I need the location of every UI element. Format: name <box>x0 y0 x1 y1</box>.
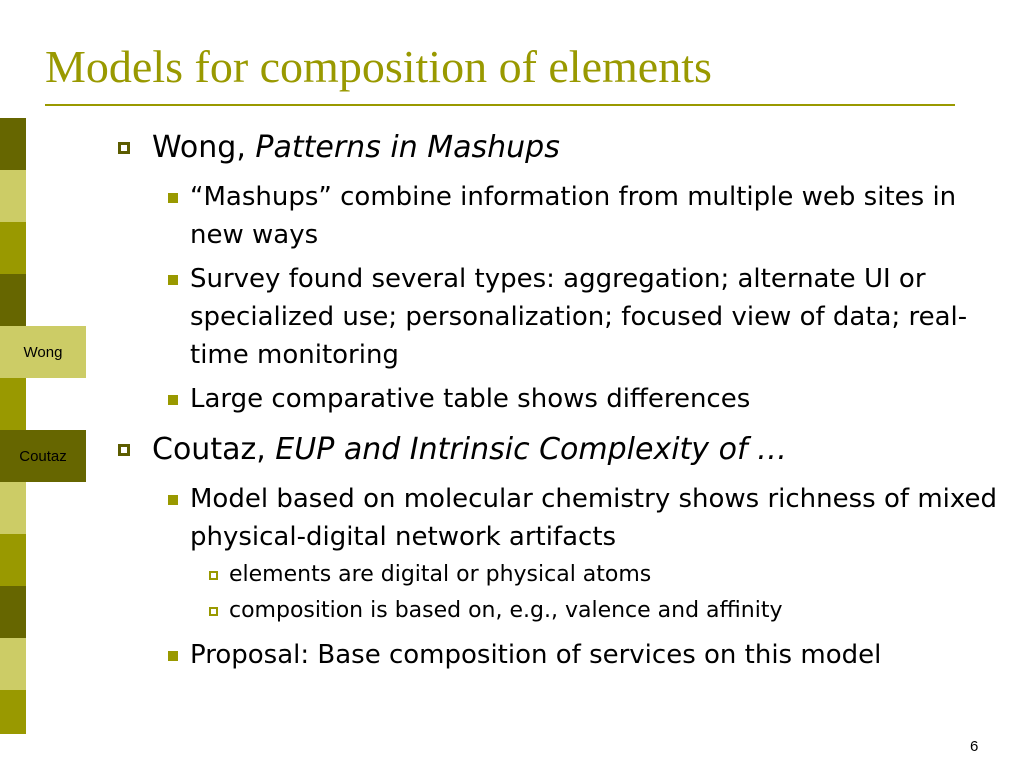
sub-bullet-text: Proposal: Base composition of services o… <box>190 640 882 670</box>
sidebar-stripe <box>0 118 26 170</box>
sub-bullet-text: Survey found several types: aggregation;… <box>190 264 968 370</box>
sub-bullet-text: “Mashups” combine information from multi… <box>190 182 957 250</box>
slide-title: Models for composition of elements <box>45 41 712 92</box>
sub-sub-bullet-text: elements are digital or physical atoms <box>229 562 652 587</box>
sidebar-tab-wong[interactable]: Wong <box>0 326 86 378</box>
sidebar-stripe <box>0 170 26 222</box>
bullet-text: Coutaz, <box>152 432 276 467</box>
square-bullet-icon <box>168 651 178 661</box>
sub-sub-bullet: elements are digital or physical atoms <box>209 562 652 588</box>
sub-bullet: Proposal: Base composition of services o… <box>168 636 1000 674</box>
page-number: 6 <box>970 738 979 755</box>
square-bullet-icon <box>168 193 178 203</box>
square-bullet-icon <box>168 495 178 505</box>
square-outline-bullet-icon <box>118 142 130 154</box>
square-bullet-icon <box>168 275 178 285</box>
bullet-italic-text: Patterns in Mashups <box>255 130 560 165</box>
sub-sub-bullet-text: composition is based on, e.g., valence a… <box>229 598 783 623</box>
bullet-coutaz: Coutaz, EUP and Intrinsic Complexity of … <box>118 432 788 468</box>
square-outline-bullet-icon <box>118 444 130 456</box>
sub-bullet: Large comparative table shows difference… <box>168 380 1000 418</box>
sidebar-stripe <box>0 482 26 534</box>
bullet-text: Wong, <box>152 130 256 165</box>
sub-bullet-text: Large comparative table shows difference… <box>190 384 751 414</box>
sidebar-stripe <box>0 222 26 274</box>
small-square-outline-bullet-icon <box>209 607 218 616</box>
sub-bullet: “Mashups” combine information from multi… <box>168 178 1000 254</box>
sidebar-stripe <box>0 690 26 734</box>
sidebar-stripe <box>0 586 26 638</box>
sidebar-tab-coutaz[interactable]: Coutaz <box>0 430 86 482</box>
sidebar-tab-label: Wong <box>23 343 63 361</box>
sidebar-stripe <box>0 638 26 690</box>
small-square-outline-bullet-icon <box>209 571 218 580</box>
sidebar-stripe <box>0 274 26 326</box>
sidebar-stripe <box>0 378 26 430</box>
sub-bullet-text: Model based on molecular chemistry shows… <box>190 484 997 552</box>
bullet-italic-text: EUP and Intrinsic Complexity of … <box>275 432 788 467</box>
sub-bullet: Survey found several types: aggregation;… <box>168 260 1000 374</box>
sub-bullet: Model based on molecular chemistry shows… <box>168 480 1000 556</box>
title-underline <box>45 104 955 106</box>
sidebar-tab-label: Coutaz <box>19 447 67 465</box>
square-bullet-icon <box>168 395 178 405</box>
sidebar-stripe <box>0 534 26 586</box>
sub-sub-bullet: composition is based on, e.g., valence a… <box>209 598 783 624</box>
bullet-wong: Wong, Patterns in Mashups <box>118 130 560 166</box>
